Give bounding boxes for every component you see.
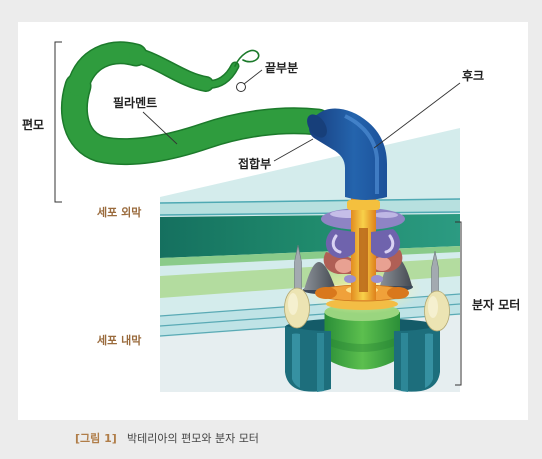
- ms-ring-disk: [326, 298, 398, 310]
- ms-ring-cylinder: [324, 312, 400, 370]
- label-outer-membrane: 세포 외막: [97, 205, 141, 219]
- tip-marker: [236, 82, 246, 92]
- label-flagellum: 편모: [22, 117, 44, 132]
- c-ring-right: [394, 326, 440, 392]
- bushing-right-inner: [373, 257, 391, 271]
- figure-caption-number: [그림 1]: [75, 432, 117, 445]
- label-junction: 접합부: [238, 156, 271, 171]
- hook-highlight: [344, 114, 379, 194]
- leader-line-tip: [243, 69, 263, 85]
- filament-body: [68, 42, 146, 96]
- c-ring-highlight: [401, 333, 408, 392]
- motor-bracket: [455, 221, 462, 386]
- molecular-motor: [284, 193, 450, 392]
- outer-membrane-line: [159, 211, 461, 216]
- l-ring-highlight: [374, 212, 398, 218]
- rod-bushing: [344, 275, 356, 283]
- stator-pillar-highlight: [428, 296, 438, 318]
- c-ring-highlight: [317, 333, 324, 392]
- filament-body: [203, 63, 238, 88]
- leader-line-hook: [373, 82, 461, 149]
- leader-line-junction: [273, 138, 314, 162]
- c-ring-highlight: [425, 333, 433, 388]
- stator-pillar-highlight: [288, 293, 298, 315]
- rod-bushing: [371, 275, 383, 283]
- stator-cone-left: [304, 262, 336, 290]
- stator-cone-right: [380, 257, 412, 286]
- c-ring-highlight: [292, 333, 300, 388]
- p-ring-left: [325, 229, 355, 259]
- outer-membrane-line: [159, 198, 461, 204]
- p-ring-highlight: [384, 234, 395, 254]
- filament-body: [129, 48, 213, 91]
- inner-membrane-line: [159, 303, 461, 327]
- flagellum-bracket: [54, 41, 62, 203]
- rod-collar: [347, 200, 380, 210]
- filament-body: [62, 74, 330, 164]
- label-hook: 후크: [462, 68, 484, 83]
- ms-ring-band: [324, 336, 400, 352]
- hook: [307, 108, 387, 200]
- bushing-left-inner: [335, 259, 353, 273]
- label-inner-membrane: 세포 내막: [97, 333, 141, 347]
- p-ring-right: [371, 229, 401, 259]
- figure-caption-text: 박테리아의 편모와 분자 모터: [127, 432, 259, 445]
- hook-end-cap: [307, 114, 327, 138]
- filament: [61, 41, 332, 166]
- rotor-ring-wing: [315, 287, 337, 299]
- label-filament: 필라멘트: [113, 95, 157, 110]
- label-molecular-motor: 분자 모터: [472, 297, 520, 312]
- rotor-ring-wing: [387, 287, 409, 299]
- p-ring-highlight: [331, 234, 342, 254]
- filament-tail: [234, 49, 260, 67]
- leader-line-filament: [142, 111, 178, 145]
- label-tip: 끝부분: [265, 61, 298, 75]
- c-ring-left: [285, 326, 331, 392]
- rod-core: [359, 228, 368, 292]
